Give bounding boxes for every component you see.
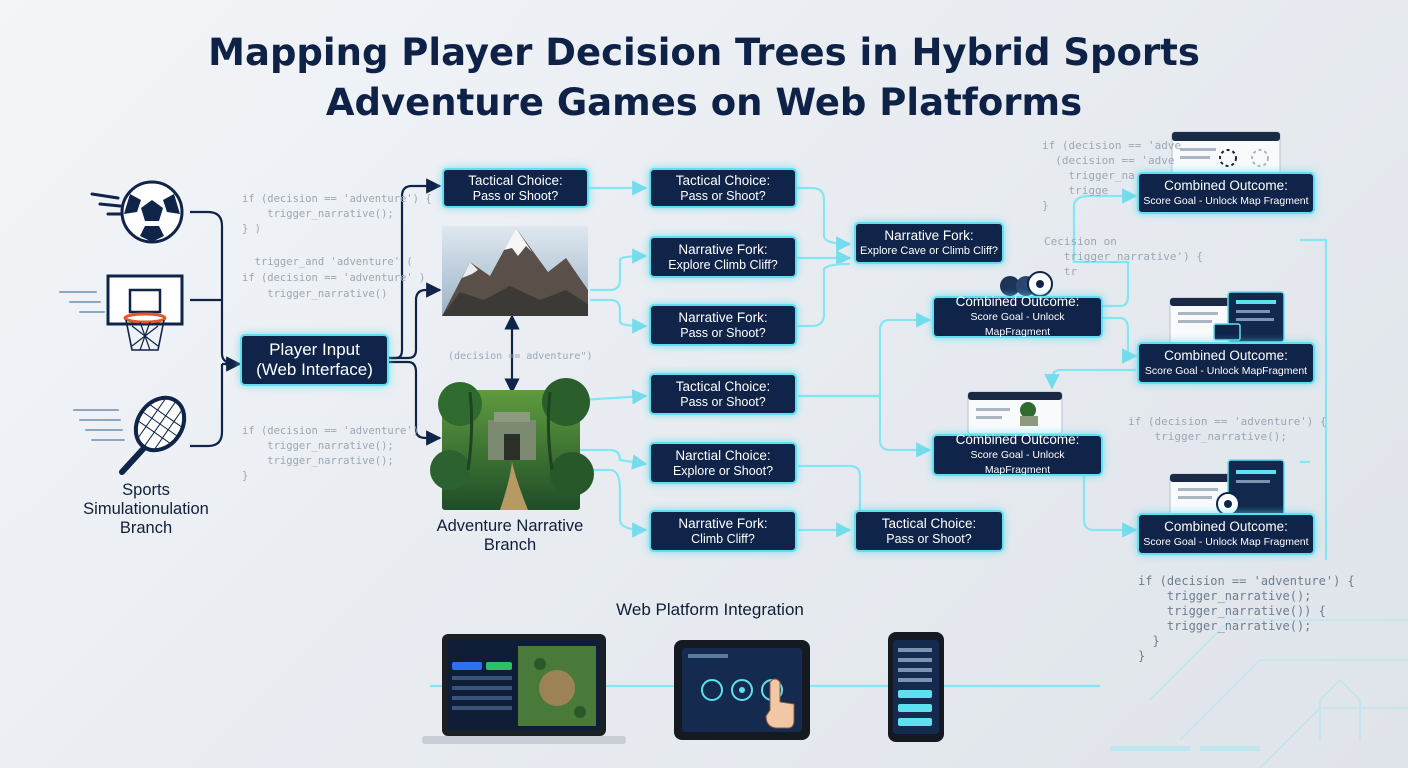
laptop-device: [422, 634, 626, 744]
combined-outcome-node: Combined Outcome: Score Goal - Unlock Ma…: [1137, 172, 1315, 214]
combined-outcome-node: Combined Outcome: Score Goal - Unlock Ma…: [932, 294, 1103, 338]
narrative-fork-node: Narrative Fork: Explore Climb Cliff?: [649, 236, 797, 278]
phone-device: [888, 632, 944, 742]
tablet-device: [674, 640, 810, 740]
code-snippet: if (decision == 'adventure') { trigger_n…: [1128, 415, 1327, 443]
jungle-temple-illustration: [430, 378, 594, 510]
combined-outcome-node: Combined Outcome: Score Goal - Unlock Ma…: [1137, 513, 1315, 555]
code-snippet: if (decision == 'adventure') trigger_nar…: [242, 425, 420, 482]
combined-outcome-node: Combined Outcome: Score Goal - Unlock Ma…: [1137, 342, 1315, 384]
code-snippet: Cecision on trigger_narrative') { tr: [1044, 235, 1203, 278]
page-title: Mapping Player Decision Trees in Hybrid …: [0, 28, 1408, 128]
narrative-fork-node: Narrative Fork: Climb Cliff?: [649, 510, 797, 552]
mountain-illustration: [442, 226, 588, 316]
basketball-hoop-icon: [59, 274, 184, 351]
tactical-choice-node: Tactical Choice: Pass or Shoot?: [442, 168, 589, 208]
narrative-fork-node: Narrative Fork: Pass or Shoot?: [649, 304, 797, 346]
sports-wires: [190, 210, 239, 448]
narctial-choice-node: Narctial Choice: Explore or Shoot?: [649, 442, 797, 484]
code-snippet: if (decision == 'adve (decision == 'adve…: [1042, 139, 1182, 212]
web-platform-integration-label: Web Platform Integration: [616, 600, 804, 619]
title-line-2: Adventure Games on Web Platforms: [325, 81, 1083, 124]
title-line-1: Mapping Player Decision Trees in Hybrid …: [208, 31, 1200, 74]
code-snippet: (decision == adventure"): [448, 351, 593, 362]
adventure-branch-label: Adventure Narrative Branch: [436, 517, 584, 554]
tactical-choice-node: Tactical Choice: Pass or Shoot?: [649, 168, 797, 208]
code-snippet: if (decision == 'adventure') { trigger_n…: [1138, 574, 1355, 663]
combined-outcome-node: Combined Outcome: Score Goal - Unlock Ma…: [932, 432, 1103, 476]
code-snippet: trigger_and 'adventure' ( if (decision =…: [242, 256, 426, 300]
tactical-choice-node: Tactical Choice: Pass or Shoot?: [854, 510, 1004, 552]
narrative-fork-node: Narrative Fork: Explore Cave or Climb Cl…: [854, 222, 1004, 264]
tactical-choice-node: Tactical Choice: Pass or Shoot?: [649, 373, 797, 415]
code-snippet: if (decision == 'adventure') { trigger_n…: [242, 193, 432, 235]
tennis-racket-icon: [73, 395, 187, 475]
outcome-screens: [967, 131, 1285, 519]
circuit-bars: [1110, 746, 1260, 751]
circuit-decoration: [1149, 619, 1408, 768]
player-input-node: Player Input (Web Interface): [240, 334, 389, 386]
sports-branch-label: Sports Simulationulation Branch: [83, 481, 209, 537]
soccer-ball-icon: [90, 180, 184, 244]
